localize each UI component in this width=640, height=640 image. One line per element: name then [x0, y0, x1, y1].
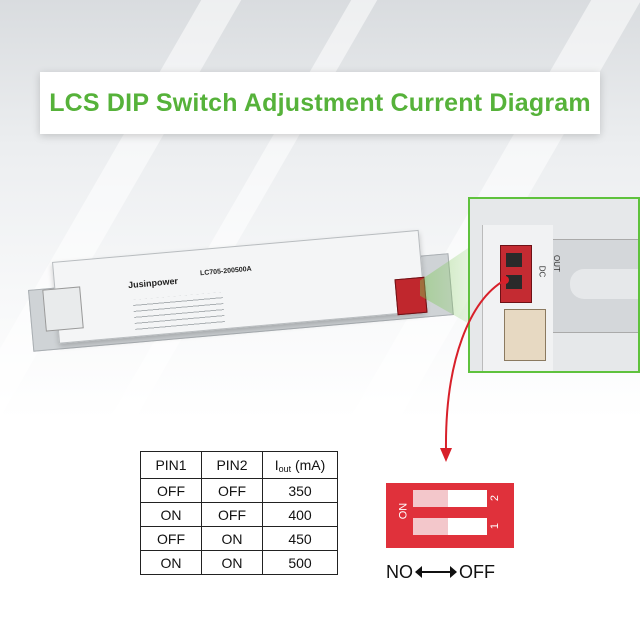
off-label: OFF — [459, 561, 495, 582]
cell-pin1: ON — [140, 550, 202, 575]
cell-pin1: OFF — [140, 478, 202, 503]
dip-number-1: 1 — [489, 522, 502, 530]
zoom-notch — [570, 269, 638, 299]
cell-pin1: OFF — [140, 526, 202, 551]
header-pin1: PIN1 — [140, 451, 202, 479]
direction-legend: NO OFF — [386, 558, 526, 586]
cell-pin2: OFF — [201, 478, 263, 503]
page-title: LCS DIP Switch Adjustment Current Diagra… — [49, 88, 591, 117]
table-row: ON OFF 400 — [140, 502, 338, 527]
dip-number-2: 2 — [489, 494, 502, 502]
cell-pin1: ON — [140, 502, 202, 527]
table-row: OFF ON 450 — [140, 526, 338, 551]
cell-pin2: ON — [201, 550, 263, 575]
zoom-output-connector — [504, 309, 546, 361]
zoom-switch-1 — [506, 275, 522, 289]
no-label: NO — [386, 561, 413, 582]
cell-current: 500 — [262, 550, 338, 575]
cell-current: 400 — [262, 502, 338, 527]
dip-knob-1 — [413, 518, 448, 535]
arrow-down-icon — [440, 448, 452, 462]
zoom-switch-2 — [506, 253, 522, 267]
cell-current: 450 — [262, 526, 338, 551]
title-banner: LCS DIP Switch Adjustment Current Diagra… — [40, 72, 600, 134]
table-row: OFF OFF 350 — [140, 478, 338, 503]
cell-pin2: OFF — [201, 502, 263, 527]
cell-current: 350 — [262, 478, 338, 503]
header-pin2: PIN2 — [201, 451, 263, 479]
dip-on-label: ON — [397, 502, 410, 520]
table-row: ON ON 500 — [140, 550, 338, 575]
double-arrow-icon — [415, 566, 457, 578]
zoom-dip-block — [500, 245, 532, 303]
dip-knob-2 — [413, 490, 448, 507]
cell-pin2: ON — [201, 526, 263, 551]
table-header-row: PIN1 PIN2 Iout (mA) — [140, 451, 338, 479]
current-table: PIN1 PIN2 Iout (mA) OFF OFF 350 ON OFF 4… — [140, 451, 338, 575]
header-iout: Iout (mA) — [262, 451, 338, 479]
